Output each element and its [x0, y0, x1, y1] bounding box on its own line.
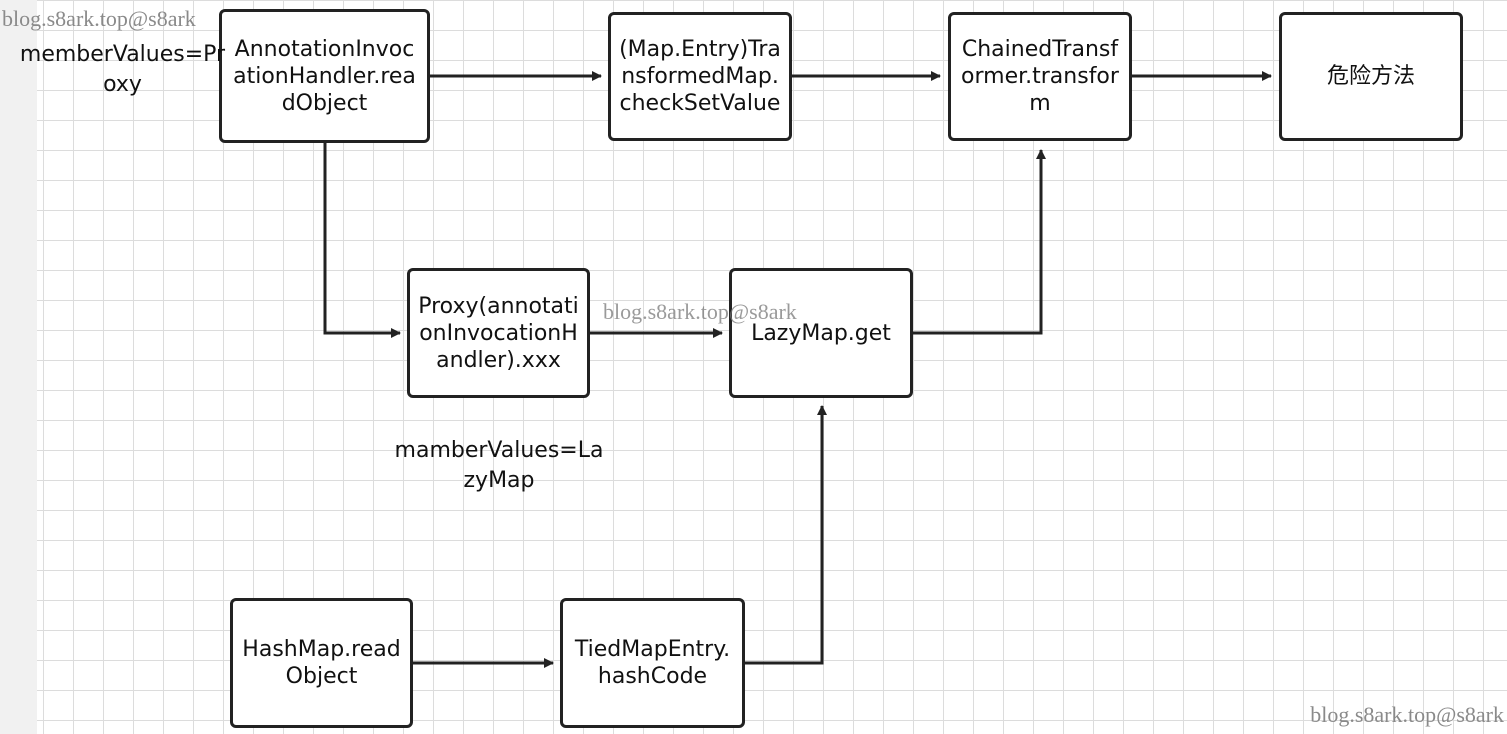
hashmap-readobject-label: HashMap.readObject	[242, 637, 401, 689]
watermark-top-left: blog.s8ark.top@s8ark	[2, 6, 196, 31]
member-values-proxy-text: memberValues=Proxy	[19, 42, 226, 97]
dangerous-method-label: 危险方法	[1326, 64, 1415, 89]
transformed-map-label: (Map.Entry)TransformedMap.checkSetValue	[619, 37, 781, 116]
chained-transformer-node: ChainedTransformer.transform	[948, 12, 1132, 141]
watermark-bottom-right: blog.s8ark.top@s8ark	[1310, 702, 1504, 727]
annotation-readobject-label: AnnotationInvocationHandler.readObject	[233, 36, 416, 116]
hashmap-readobject-node: HashMap.readObject	[230, 598, 413, 728]
proxy-node: Proxy(annotationInvocationHandler).xxx	[407, 268, 590, 398]
watermark-center: blog.s8ark.top@s8ark	[603, 299, 797, 324]
member-values-lazymap-text: mamberValues=LazyMap	[394, 438, 604, 493]
chained-transformer-label: ChainedTransformer.transform	[961, 37, 1119, 116]
annotation-readobject-node: AnnotationInvocationHandler.readObject	[219, 9, 430, 143]
tiedmapentry-label: TiedMapEntry.hashCode	[574, 637, 731, 689]
edge-annotation-to-proxy	[323, 143, 401, 338]
lazymap-get-node: LazyMap.get	[729, 268, 913, 398]
member-values-proxy-note: memberValues=Proxy	[15, 40, 230, 100]
dangerous-method-node: 危险方法	[1279, 12, 1463, 141]
proxy-label: Proxy(annotationInvocationHandler).xxx	[418, 293, 579, 373]
member-values-lazymap-note: mamberValues=LazyMap	[391, 436, 607, 496]
lazymap-get-label: LazyMap.get	[751, 320, 891, 346]
edge-tiedmapentry-to-lazymap	[745, 405, 827, 665]
edge-lazymap-to-chained	[913, 149, 1046, 335]
transformed-map-node: (Map.Entry)TransformedMap.checkSetValue	[608, 12, 792, 141]
tiedmapentry-node: TiedMapEntry.hashCode	[560, 598, 745, 728]
